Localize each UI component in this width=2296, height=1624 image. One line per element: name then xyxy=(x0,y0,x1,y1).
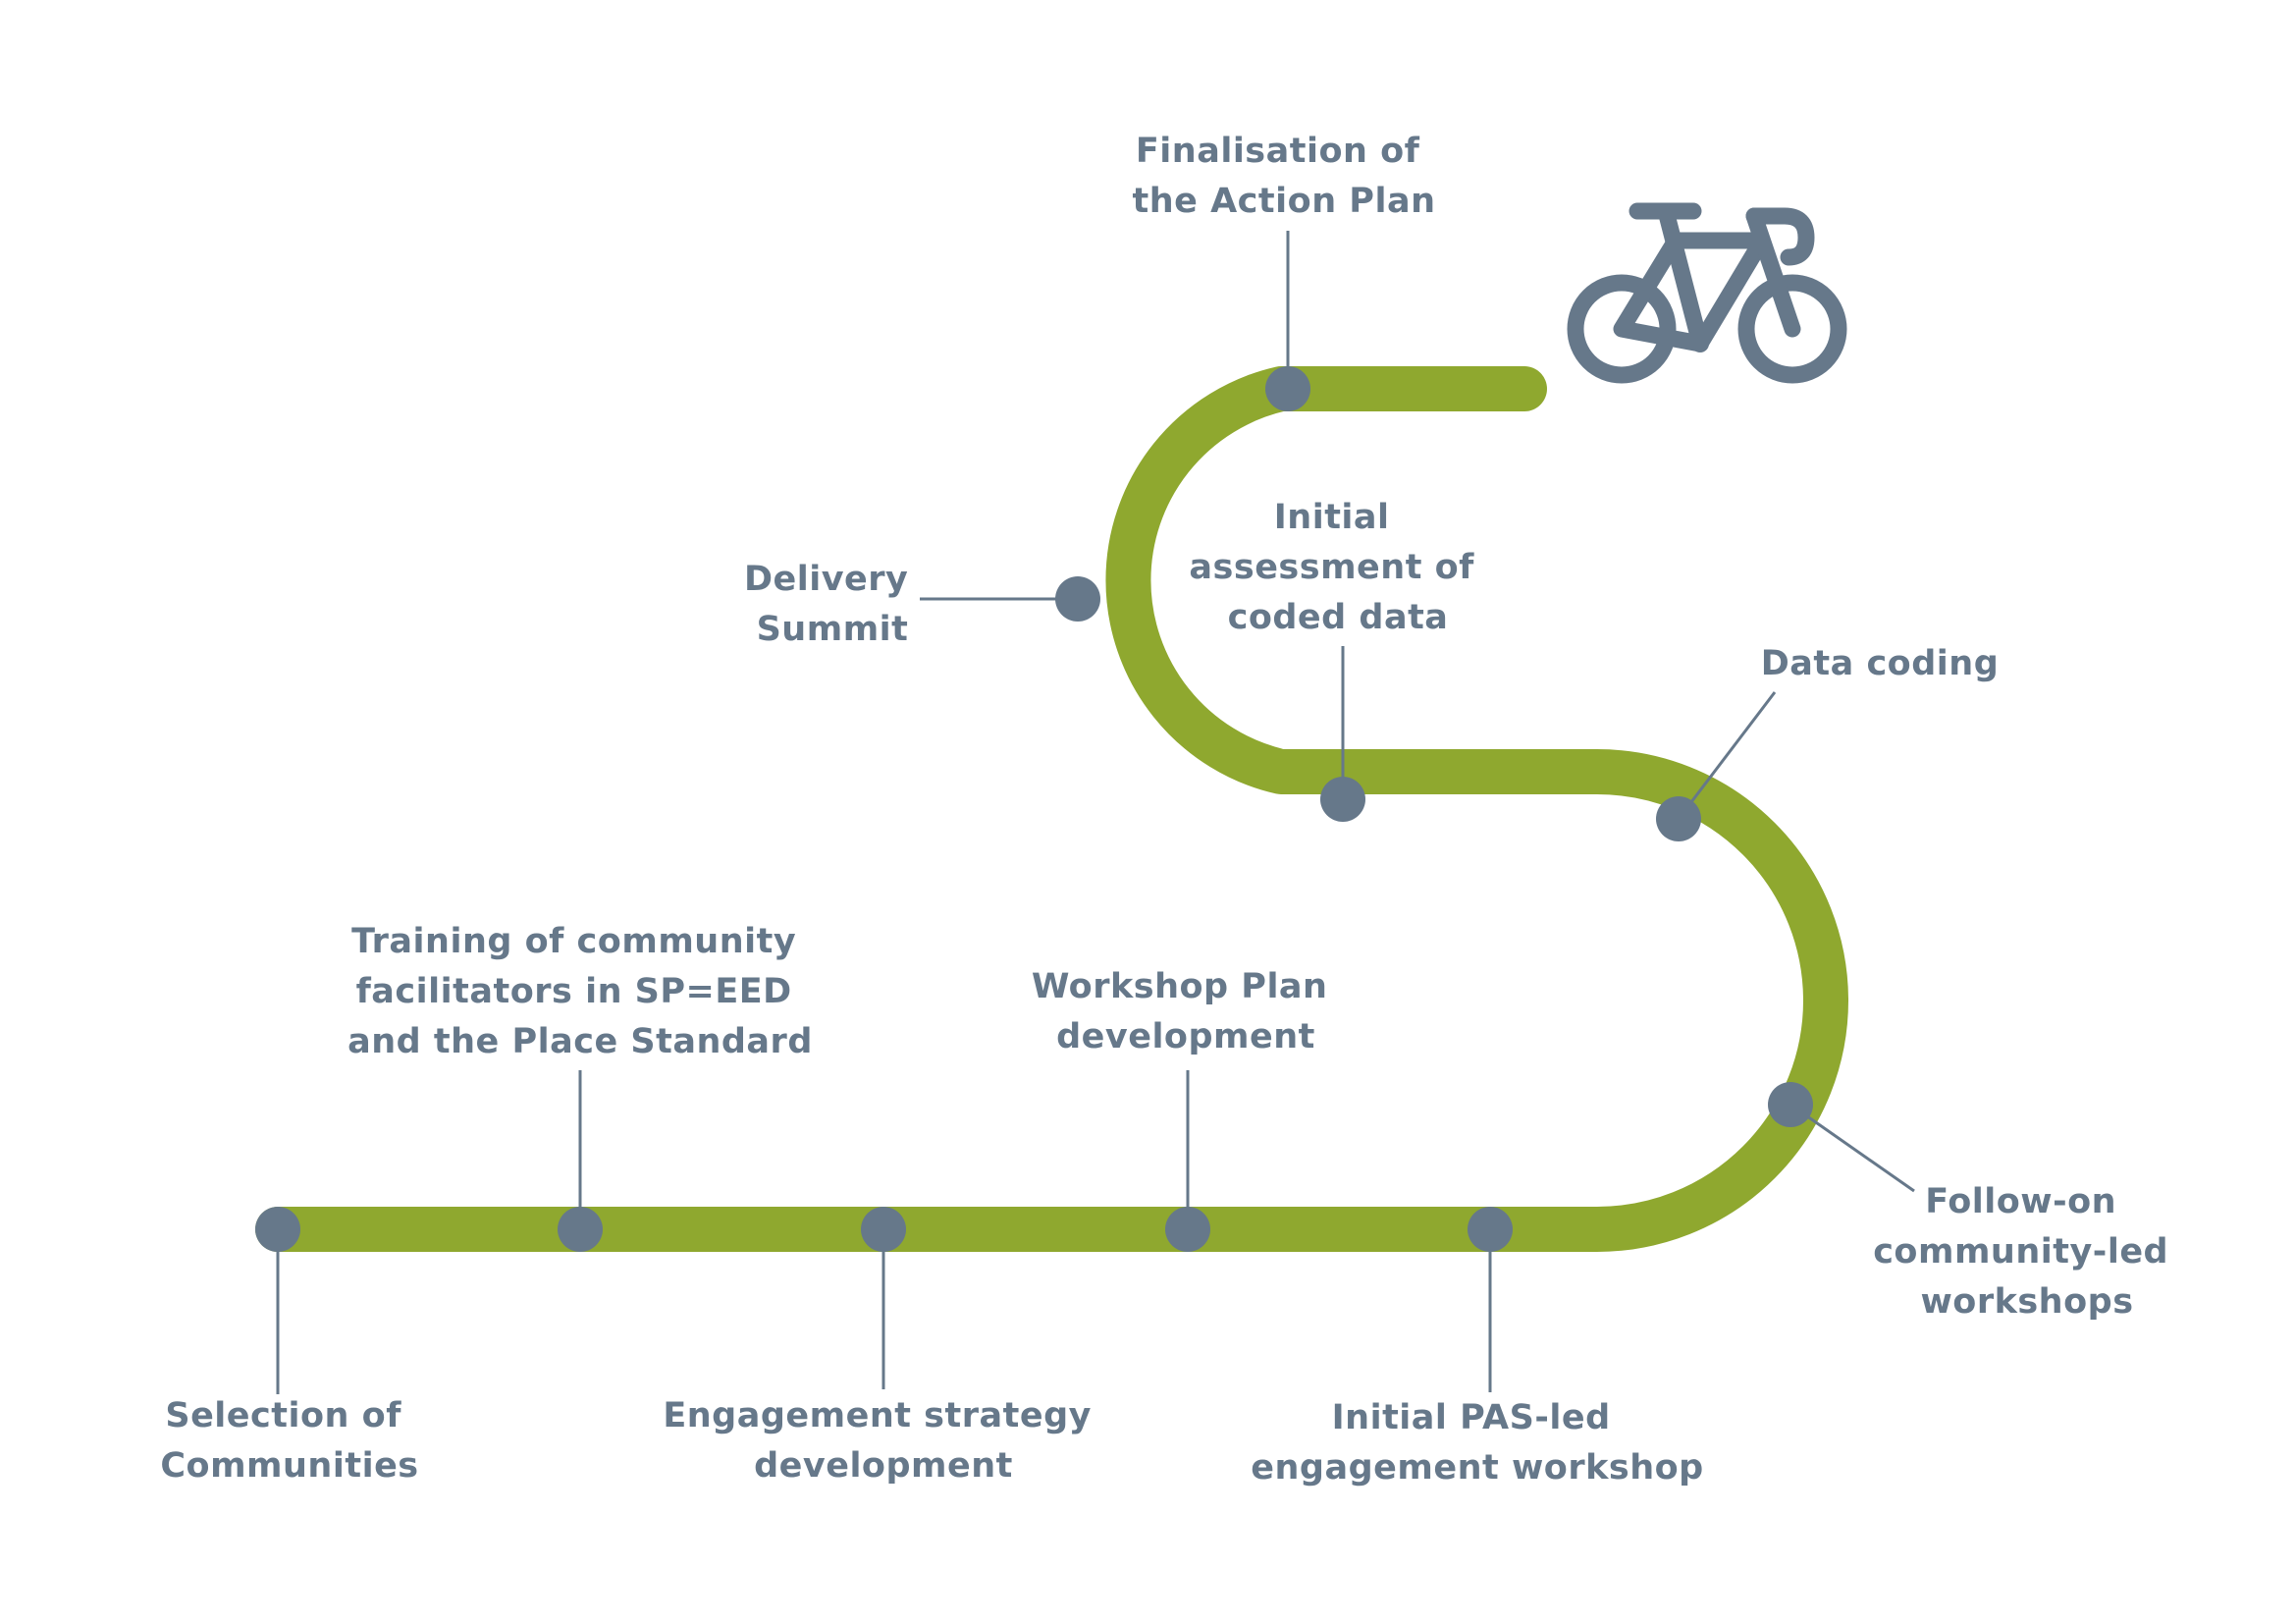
milestone-label-training: Training of community facilitators in SP… xyxy=(347,922,813,1061)
milestone-dot-data-coding xyxy=(1656,796,1701,841)
leader-line-data-coding xyxy=(1677,691,1777,820)
milestone-dot-workshop xyxy=(1165,1207,1210,1252)
milestone-dot-finalisation xyxy=(1265,366,1310,411)
bicycle-hub xyxy=(1691,335,1709,352)
leader-line-follow-on xyxy=(1789,1103,1915,1193)
bicycle-front-wheel xyxy=(1737,274,1847,384)
milestone-dot-initial-pas xyxy=(1468,1207,1513,1252)
milestone-dot-delivery xyxy=(1055,576,1100,622)
bicycle-handlebar xyxy=(1745,207,1815,266)
milestone-label-initial-pas: Initial PAS-led engagement workshop xyxy=(1251,1398,1703,1488)
milestone-dot-selection xyxy=(255,1207,300,1252)
bicycle-rear-wheel xyxy=(1567,274,1677,384)
milestone-label-workshop: Workshop Plan development xyxy=(1032,967,1340,1056)
milestone-labels: Selection of Communities Training of com… xyxy=(160,132,2181,1488)
milestone-label-delivery: Delivery Summit xyxy=(744,560,921,649)
milestone-label-data-coding: Data coding xyxy=(1761,644,2000,683)
bicycle-icon xyxy=(1567,202,1847,384)
leader-lines xyxy=(276,231,1915,1394)
milestone-dot-training xyxy=(558,1207,603,1252)
bicycle-fork xyxy=(1745,207,1801,338)
milestone-dot-engagement xyxy=(861,1207,906,1252)
milestone-dot-follow-on xyxy=(1768,1082,1813,1127)
bicycle-seat-post xyxy=(1657,202,1709,352)
milestone-label-engagement: Engagement strategy development xyxy=(663,1396,1103,1486)
road-path xyxy=(255,366,1848,1252)
milestone-label-follow-on: Follow-on community-led workshops xyxy=(1873,1182,2181,1322)
milestone-markers xyxy=(255,366,1813,1252)
milestone-dot-assessment xyxy=(1320,777,1365,822)
milestone-label-finalisation: Finalisation of the Action Plan xyxy=(1133,132,1436,221)
milestone-label-assessment: Initial assessment of coded data xyxy=(1189,498,1486,637)
milestone-label-selection: Selection of Communities xyxy=(160,1396,418,1486)
